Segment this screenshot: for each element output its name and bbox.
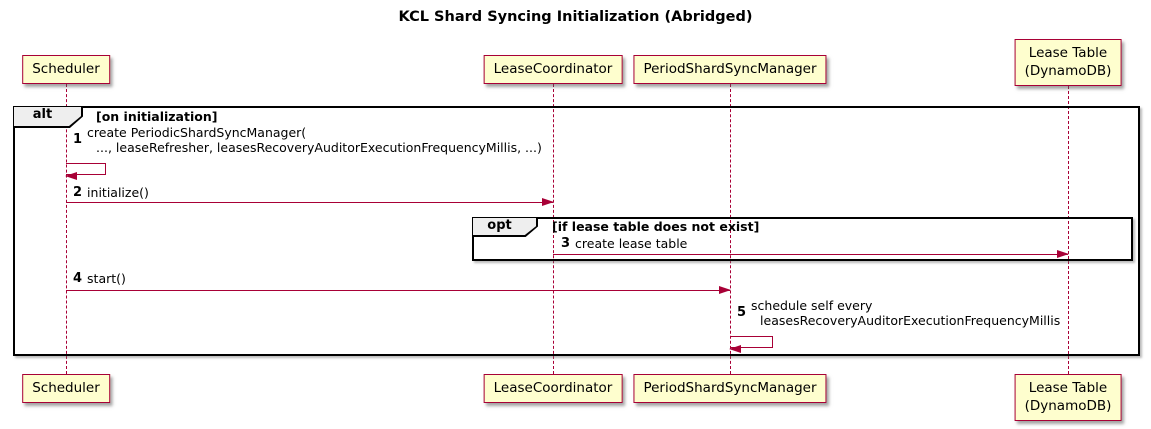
opt-guard-label: [if lease table does not exist] xyxy=(552,219,760,234)
opt-frame xyxy=(472,217,1133,261)
message-5-number: 5 xyxy=(737,305,747,321)
message-3: 3 create lease table xyxy=(561,236,688,252)
opt-operator-label: opt xyxy=(487,218,512,233)
message-4: 4 start() xyxy=(73,271,126,287)
alt-operator-label: alt xyxy=(32,107,53,122)
arrowhead-right-icon xyxy=(1057,249,1069,258)
participant-label: (DynamoDB) xyxy=(1024,63,1112,79)
lifeline-lease-table xyxy=(1068,86,1069,374)
participant-label: Lease Table xyxy=(1028,45,1108,61)
diagram-title: KCL Shard Syncing Initialization (Abridg… xyxy=(398,9,753,25)
alt-frame xyxy=(13,106,1140,356)
participant-lease-coordinator-bottom: LeaseCoordinator xyxy=(483,374,623,403)
lifeline-scheduler xyxy=(66,84,67,374)
arrowhead-left-icon xyxy=(729,345,741,353)
participant-label: (DynamoDB) xyxy=(1024,398,1112,414)
message-5-text: schedule self every leasesRecoveryAudito… xyxy=(751,298,1061,328)
message-4-number: 4 xyxy=(73,271,83,286)
participant-lease-coordinator-top: LeaseCoordinator xyxy=(483,55,623,84)
participant-label: LeaseCoordinator xyxy=(493,61,613,77)
participant-scheduler-top: Scheduler xyxy=(22,55,110,84)
alt-operator-tab: alt xyxy=(14,107,83,128)
participant-label: Scheduler xyxy=(32,380,100,396)
participant-period-shard-sync-manager-top: PeriodShardSyncManager xyxy=(633,55,827,84)
message-1-number: 1 xyxy=(73,132,83,148)
participant-lease-table-top: Lease Table (DynamoDB) xyxy=(1014,39,1122,86)
participant-label: Scheduler xyxy=(32,61,100,77)
message-3-text: create lease table xyxy=(575,236,688,251)
alt-tab-fill xyxy=(14,107,82,127)
message-2-arrow xyxy=(66,197,554,206)
message-2-text: initialize() xyxy=(87,185,149,200)
participant-label: LeaseCoordinator xyxy=(493,380,613,396)
message-3-number: 3 xyxy=(561,236,571,251)
participant-label: PeriodShardSyncManager xyxy=(643,380,817,396)
message-2-number: 2 xyxy=(73,185,83,200)
message-1-text: create PeriodicShardSyncManager( ..., le… xyxy=(87,125,542,155)
participant-scheduler-bottom: Scheduler xyxy=(22,374,110,403)
message-1-self-arrow xyxy=(65,163,106,180)
participant-label: Lease Table xyxy=(1028,380,1108,396)
opt-tab-fill xyxy=(473,218,537,236)
participant-period-shard-sync-manager-bottom: PeriodShardSyncManager xyxy=(633,374,827,403)
opt-operator-tab: opt xyxy=(473,218,538,237)
participant-label: PeriodShardSyncManager xyxy=(643,61,817,77)
message-4-text: start() xyxy=(87,271,126,286)
message-3-arrow xyxy=(553,249,1069,258)
message-5-self-arrow xyxy=(729,336,773,353)
alt-guard-label: [on initialization] xyxy=(96,109,218,124)
message-4-arrow xyxy=(66,285,731,294)
lifeline-period-shard-sync-manager xyxy=(730,84,731,374)
message-1: 1 create PeriodicShardSyncManager( ..., … xyxy=(73,125,542,155)
lifeline-lease-coordinator xyxy=(553,84,554,374)
message-5: 5 schedule self every leasesRecoveryAudi… xyxy=(737,298,1061,328)
arrowhead-left-icon xyxy=(65,172,77,180)
participant-lease-table-bottom: Lease Table (DynamoDB) xyxy=(1014,374,1122,421)
arrowhead-right-icon xyxy=(542,197,554,206)
message-2: 2 initialize() xyxy=(73,185,149,201)
arrowhead-right-icon xyxy=(719,285,731,294)
